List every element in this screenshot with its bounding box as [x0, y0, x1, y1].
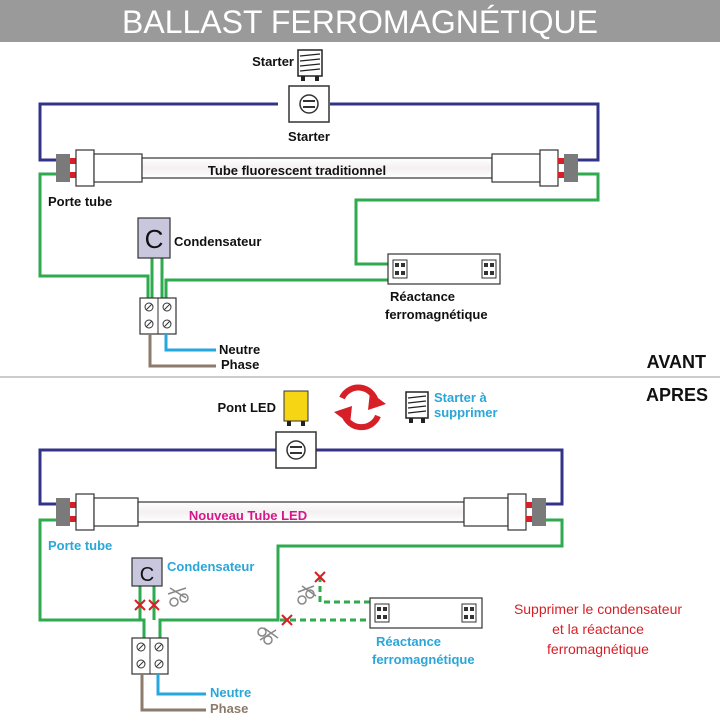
before-tube-holder-label: Porte tube [48, 194, 112, 209]
after-neutral-label: Neutre [210, 685, 251, 700]
after-phase-label: Phase [210, 701, 248, 716]
starter-remove-icon [405, 391, 429, 423]
before-section: Starter Starter Tube fluorescent traditi… [38, 49, 600, 372]
before-neutral-label: Neutre [219, 342, 260, 357]
after-capacitor [131, 557, 163, 587]
after-tube-holder-label: Porte tube [48, 538, 112, 553]
terminal-block-icon-after [131, 637, 169, 675]
before-tube-label: Tube fluorescent traditionnel [208, 163, 386, 178]
title-bar [0, 0, 720, 42]
page-title: BALLAST FERROMAGNÉTIQUE [122, 4, 598, 40]
starter-icon [297, 49, 323, 81]
after-tube [56, 493, 546, 531]
remove-note-line3: ferromagnétique [547, 641, 649, 657]
before-reactance-label-line1: Réactance [390, 289, 455, 304]
before-section-label: AVANT [647, 352, 706, 372]
before-neutral-wire [164, 334, 216, 352]
before-capacitor [137, 217, 171, 259]
before-capacitor-symbol: C [145, 224, 164, 254]
terminal-block-icon [139, 297, 177, 335]
before-reactance-label-line2: ferromagnétique [385, 307, 488, 322]
before-reactance [387, 253, 501, 285]
before-starter-socket [288, 85, 330, 123]
after-capacitor-symbol: C [140, 564, 154, 586]
before-right-green-wire [354, 172, 600, 266]
after-left-green-wire [38, 518, 146, 640]
after-section: Pont LED Starter à supprimer [38, 384, 682, 716]
after-phase-wire [140, 674, 206, 712]
before-starter-label-top: Starter [252, 54, 294, 69]
before-left-green-wire [38, 172, 150, 300]
after-right-green-wire [158, 518, 564, 640]
led-bridge [283, 390, 309, 422]
after-neutral-wire [156, 674, 206, 696]
cross-icon [134, 571, 326, 626]
after-capacitor-label: Condensateur [167, 559, 254, 574]
after-tube-label: Nouveau Tube LED [189, 508, 307, 523]
scissors-icon-2 [297, 585, 317, 605]
starter-remove-label-line2: supprimer [434, 405, 498, 420]
led-bridge-label: Pont LED [218, 400, 277, 415]
scissors-icon-3 [257, 627, 279, 645]
scissors-icon [167, 587, 189, 607]
after-reactance-label-line1: Réactance [376, 634, 441, 649]
starter-remove-label-line1: Starter à [434, 390, 488, 405]
before-starter-label-bottom: Starter [288, 129, 330, 144]
swap-arrows-icon [334, 384, 386, 431]
after-starter-socket [275, 431, 317, 469]
before-reactance-wire-left [164, 268, 392, 300]
before-phase-wire [148, 334, 216, 368]
before-phase-label: Phase [221, 357, 259, 372]
before-tube [56, 149, 578, 187]
after-section-label: APRES [646, 385, 708, 405]
remove-note-line1: Supprimer le condensateur [514, 601, 682, 617]
remove-note-line2: et la réactance [552, 621, 644, 637]
before-top-wire [38, 102, 600, 162]
after-reactance-wire-dashed-top [318, 576, 372, 604]
after-reactance-label-line2: ferromagnétique [372, 652, 475, 667]
before-capacitor-label: Condensateur [174, 234, 261, 249]
after-reactance [369, 597, 483, 629]
after-top-wire [38, 448, 564, 506]
